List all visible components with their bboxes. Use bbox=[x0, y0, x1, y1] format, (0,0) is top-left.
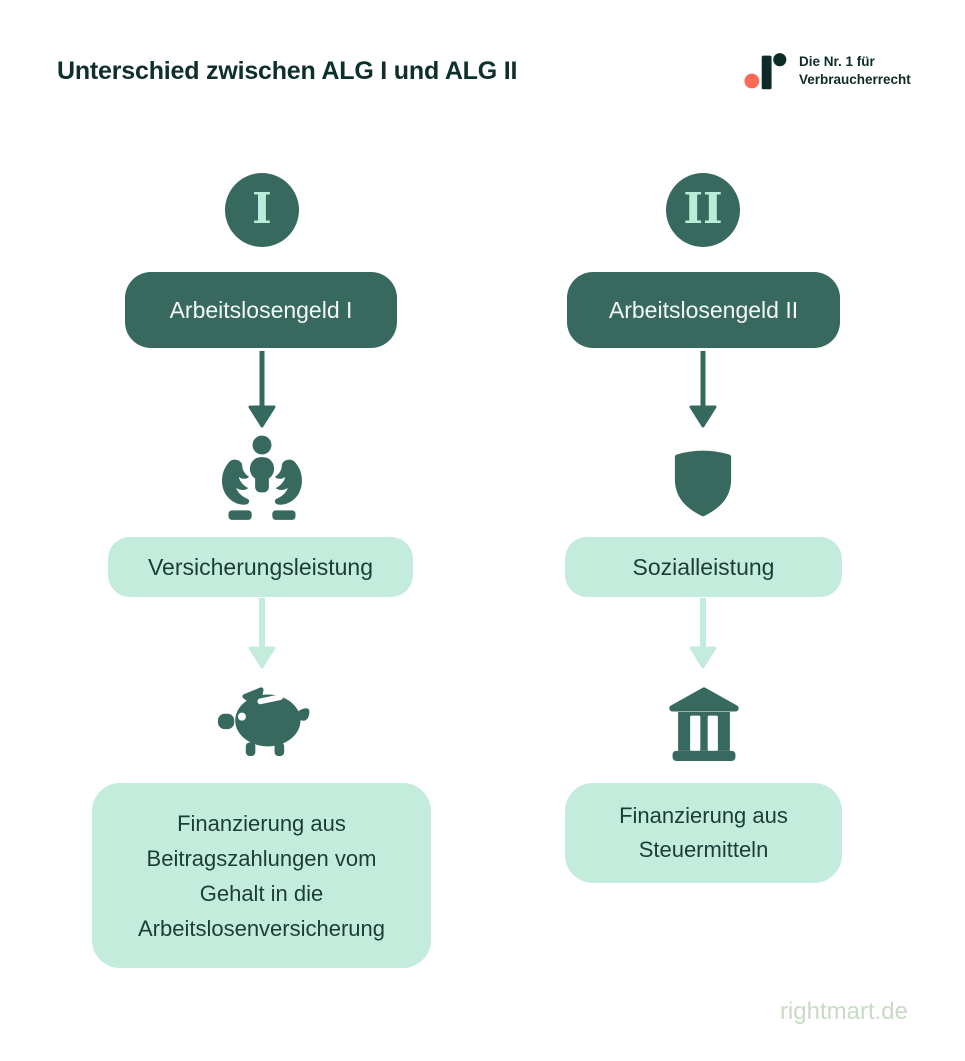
page-title: Unterschied zwischen ALG I und ALG II bbox=[57, 57, 518, 85]
benefit-type-alg2-label: Sozialleistung bbox=[632, 553, 775, 580]
website-footer: rightmart.de bbox=[779, 998, 908, 1025]
header-box-alg2-label: Arbeitslosengeld II bbox=[608, 296, 799, 323]
numeral-circle-alg1: I bbox=[225, 173, 299, 247]
arrow-down-mint-icon bbox=[248, 598, 276, 669]
benefit-type-alg1-label: Versicherungsleistung bbox=[147, 553, 374, 580]
arrow-down-mint-icon bbox=[689, 598, 717, 669]
funding-box-alg1: Finanzierung aus Beitragszahlungen vom G… bbox=[92, 783, 431, 968]
funding-alg2-label: Finanzierung aus Steuermitteln bbox=[619, 803, 788, 862]
header-box-alg2: Arbeitslosengeld II bbox=[567, 272, 840, 348]
funding-alg1-label: Finanzierung aus Beitragszahlungen vom G… bbox=[137, 810, 386, 941]
header-box-alg1: Arbeitslosengeld I bbox=[125, 272, 397, 348]
roman-numeral-two: II bbox=[683, 184, 723, 233]
logo-tagline: Die Nr. 1 für Verbraucherrecht bbox=[799, 50, 911, 89]
hands-holding-person-icon bbox=[221, 435, 303, 520]
piggy-bank-icon bbox=[217, 687, 310, 756]
shield-icon bbox=[674, 450, 732, 517]
header-box-alg1-label: Arbeitslosengeld I bbox=[169, 296, 353, 323]
bank-building-icon bbox=[669, 687, 739, 761]
funding-box-alg2: Finanzierung aus Steuermitteln bbox=[565, 783, 842, 883]
rightmart-logo-icon bbox=[744, 53, 787, 90]
numeral-circle-alg2: II bbox=[666, 173, 740, 247]
roman-numeral-one: I bbox=[252, 184, 272, 233]
benefit-type-box-alg2: Sozialleistung bbox=[565, 537, 842, 597]
arrow-down-dark-icon bbox=[248, 351, 276, 428]
logo-tagline-line1: Die Nr. 1 für bbox=[799, 54, 875, 69]
benefit-type-box-alg1: Versicherungsleistung bbox=[108, 537, 413, 597]
brand-logo: Die Nr. 1 für Verbraucherrecht bbox=[742, 50, 911, 94]
logo-tagline-line2: Verbraucherrecht bbox=[799, 71, 911, 87]
arrow-down-dark-icon bbox=[689, 351, 717, 428]
